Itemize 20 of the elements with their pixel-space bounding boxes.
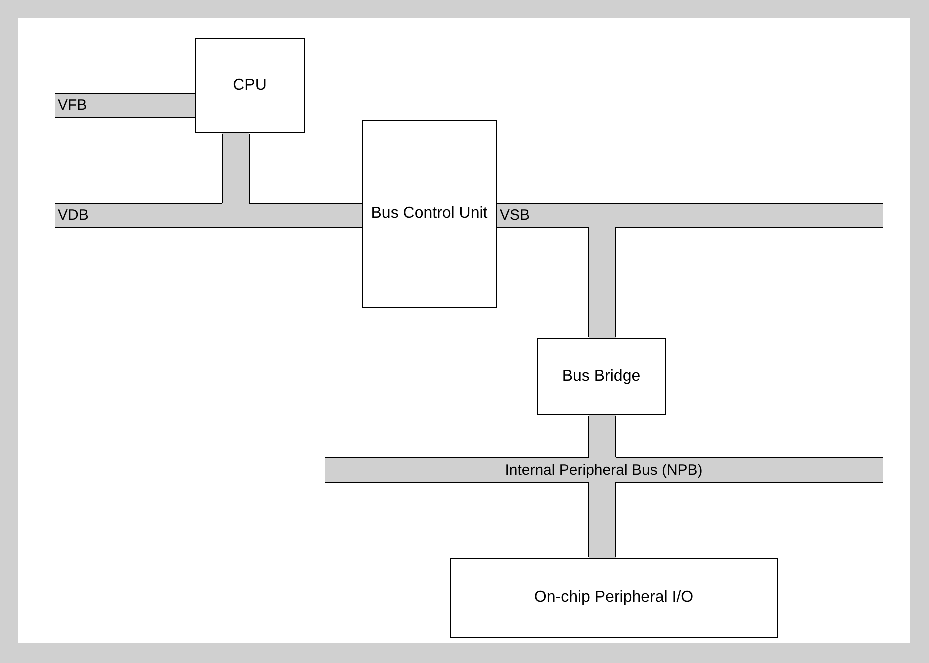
bus-band <box>55 93 195 118</box>
block-label: On-chip Peripheral I/O <box>534 588 694 608</box>
bus-connector <box>222 133 250 204</box>
bus-connector <box>588 226 616 338</box>
bus-label: VDB <box>58 208 89 223</box>
block-label: CPU <box>233 76 267 96</box>
block-label: Bus Bridge <box>562 366 641 387</box>
bus-connector <box>588 415 616 458</box>
bus-label: VSB <box>500 208 530 223</box>
block-box <box>537 338 666 415</box>
bus-band <box>497 203 883 228</box>
block-box <box>362 120 497 308</box>
block-label: Bus Control Unit <box>371 204 488 224</box>
bus-band <box>325 457 883 483</box>
block-box <box>195 38 305 133</box>
block-box <box>450 558 778 638</box>
bus-connector <box>588 482 616 558</box>
bus-label: Internal Peripheral Bus (NPB) <box>505 462 703 478</box>
bus-label: VFB <box>58 98 88 113</box>
bus-band <box>55 203 362 228</box>
